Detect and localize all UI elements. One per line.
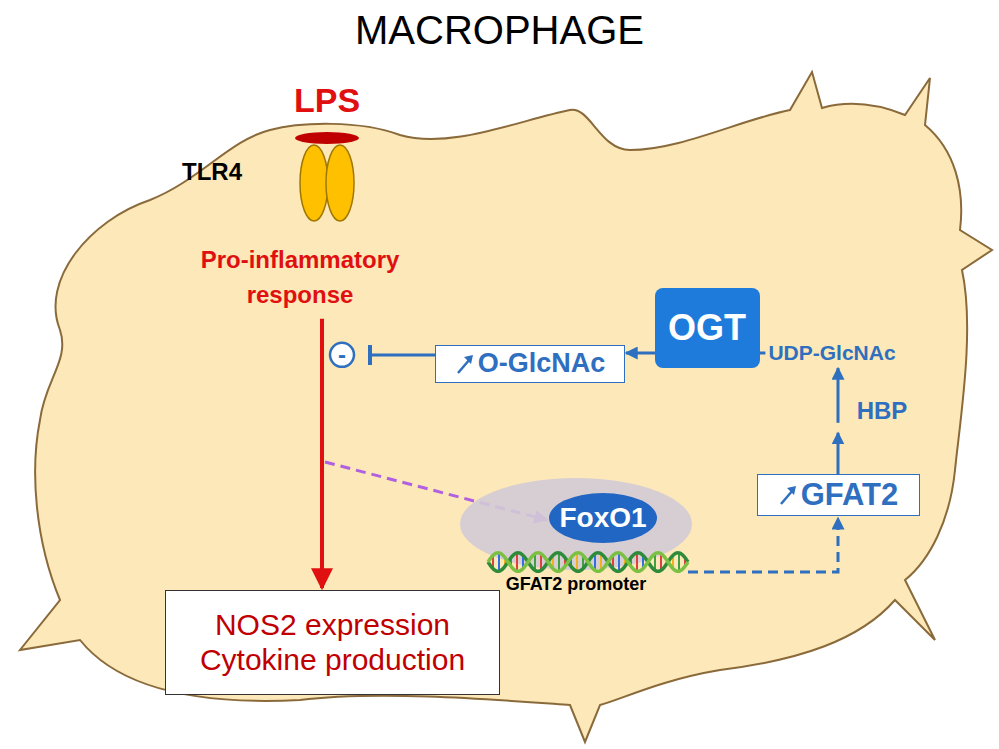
base-pair: [684, 557, 686, 566]
enzyme-box: GFAT2: [757, 474, 920, 516]
ligand-label: LPS: [294, 81, 360, 120]
metabolite-box: O-GlcNAc: [435, 345, 625, 383]
pathway-arrow: [837, 433, 840, 474]
lps-molecule: [295, 132, 359, 144]
tlr4-receptor: [295, 132, 359, 221]
node-text: Pro-inflammatory response: [175, 243, 425, 313]
receptor-subunit: [300, 145, 328, 221]
node-text: Cytokine production: [200, 643, 465, 678]
cell-membrane: [20, 72, 992, 742]
base-pair: [678, 552, 680, 572]
activation-arrow: [320, 319, 324, 588]
node-text: -: [338, 341, 346, 369]
region-caption: GFAT2 promoter: [460, 574, 692, 595]
node-text: HBP: [857, 397, 908, 425]
increase-arrow: [455, 353, 475, 375]
increase-arrow: [778, 484, 798, 506]
node-text: UDP-GlcNAc: [768, 341, 895, 365]
pathway-arrow: [837, 368, 840, 423]
receptor-label: TLR4: [182, 158, 242, 186]
metabolite-label: UDP-GlcNAc: [768, 341, 895, 365]
base-pair: [648, 560, 650, 563]
promoter-region: FoxO1GFAT2 promoter: [460, 478, 692, 570]
inhibition-circle: -: [329, 341, 355, 369]
base-pair: [666, 560, 668, 563]
outcome-box: NOS2 expressionCytokine production: [165, 590, 500, 695]
process-label: Pro-inflammatory response: [175, 243, 425, 313]
base-pair: [660, 553, 662, 571]
transcription-factor: FoxO1: [549, 493, 657, 543]
expression-dashed-arrow: [688, 518, 838, 572]
node-text: OGT: [668, 307, 746, 348]
node-text: O-GlcNAc: [478, 348, 606, 379]
diagram-title: MACROPHAGE: [0, 8, 999, 53]
receptor-subunit: [326, 145, 354, 221]
node-text: NOS2 expression: [215, 608, 450, 643]
enzyme-box: OGT: [655, 288, 760, 368]
base-pair: [672, 555, 674, 569]
inhibition-line: [370, 354, 435, 357]
pathway-label: HBP: [857, 397, 908, 425]
node-text: FoxO1: [559, 502, 646, 534]
node-text: GFAT2: [801, 477, 899, 513]
base-pair: [492, 555, 494, 569]
